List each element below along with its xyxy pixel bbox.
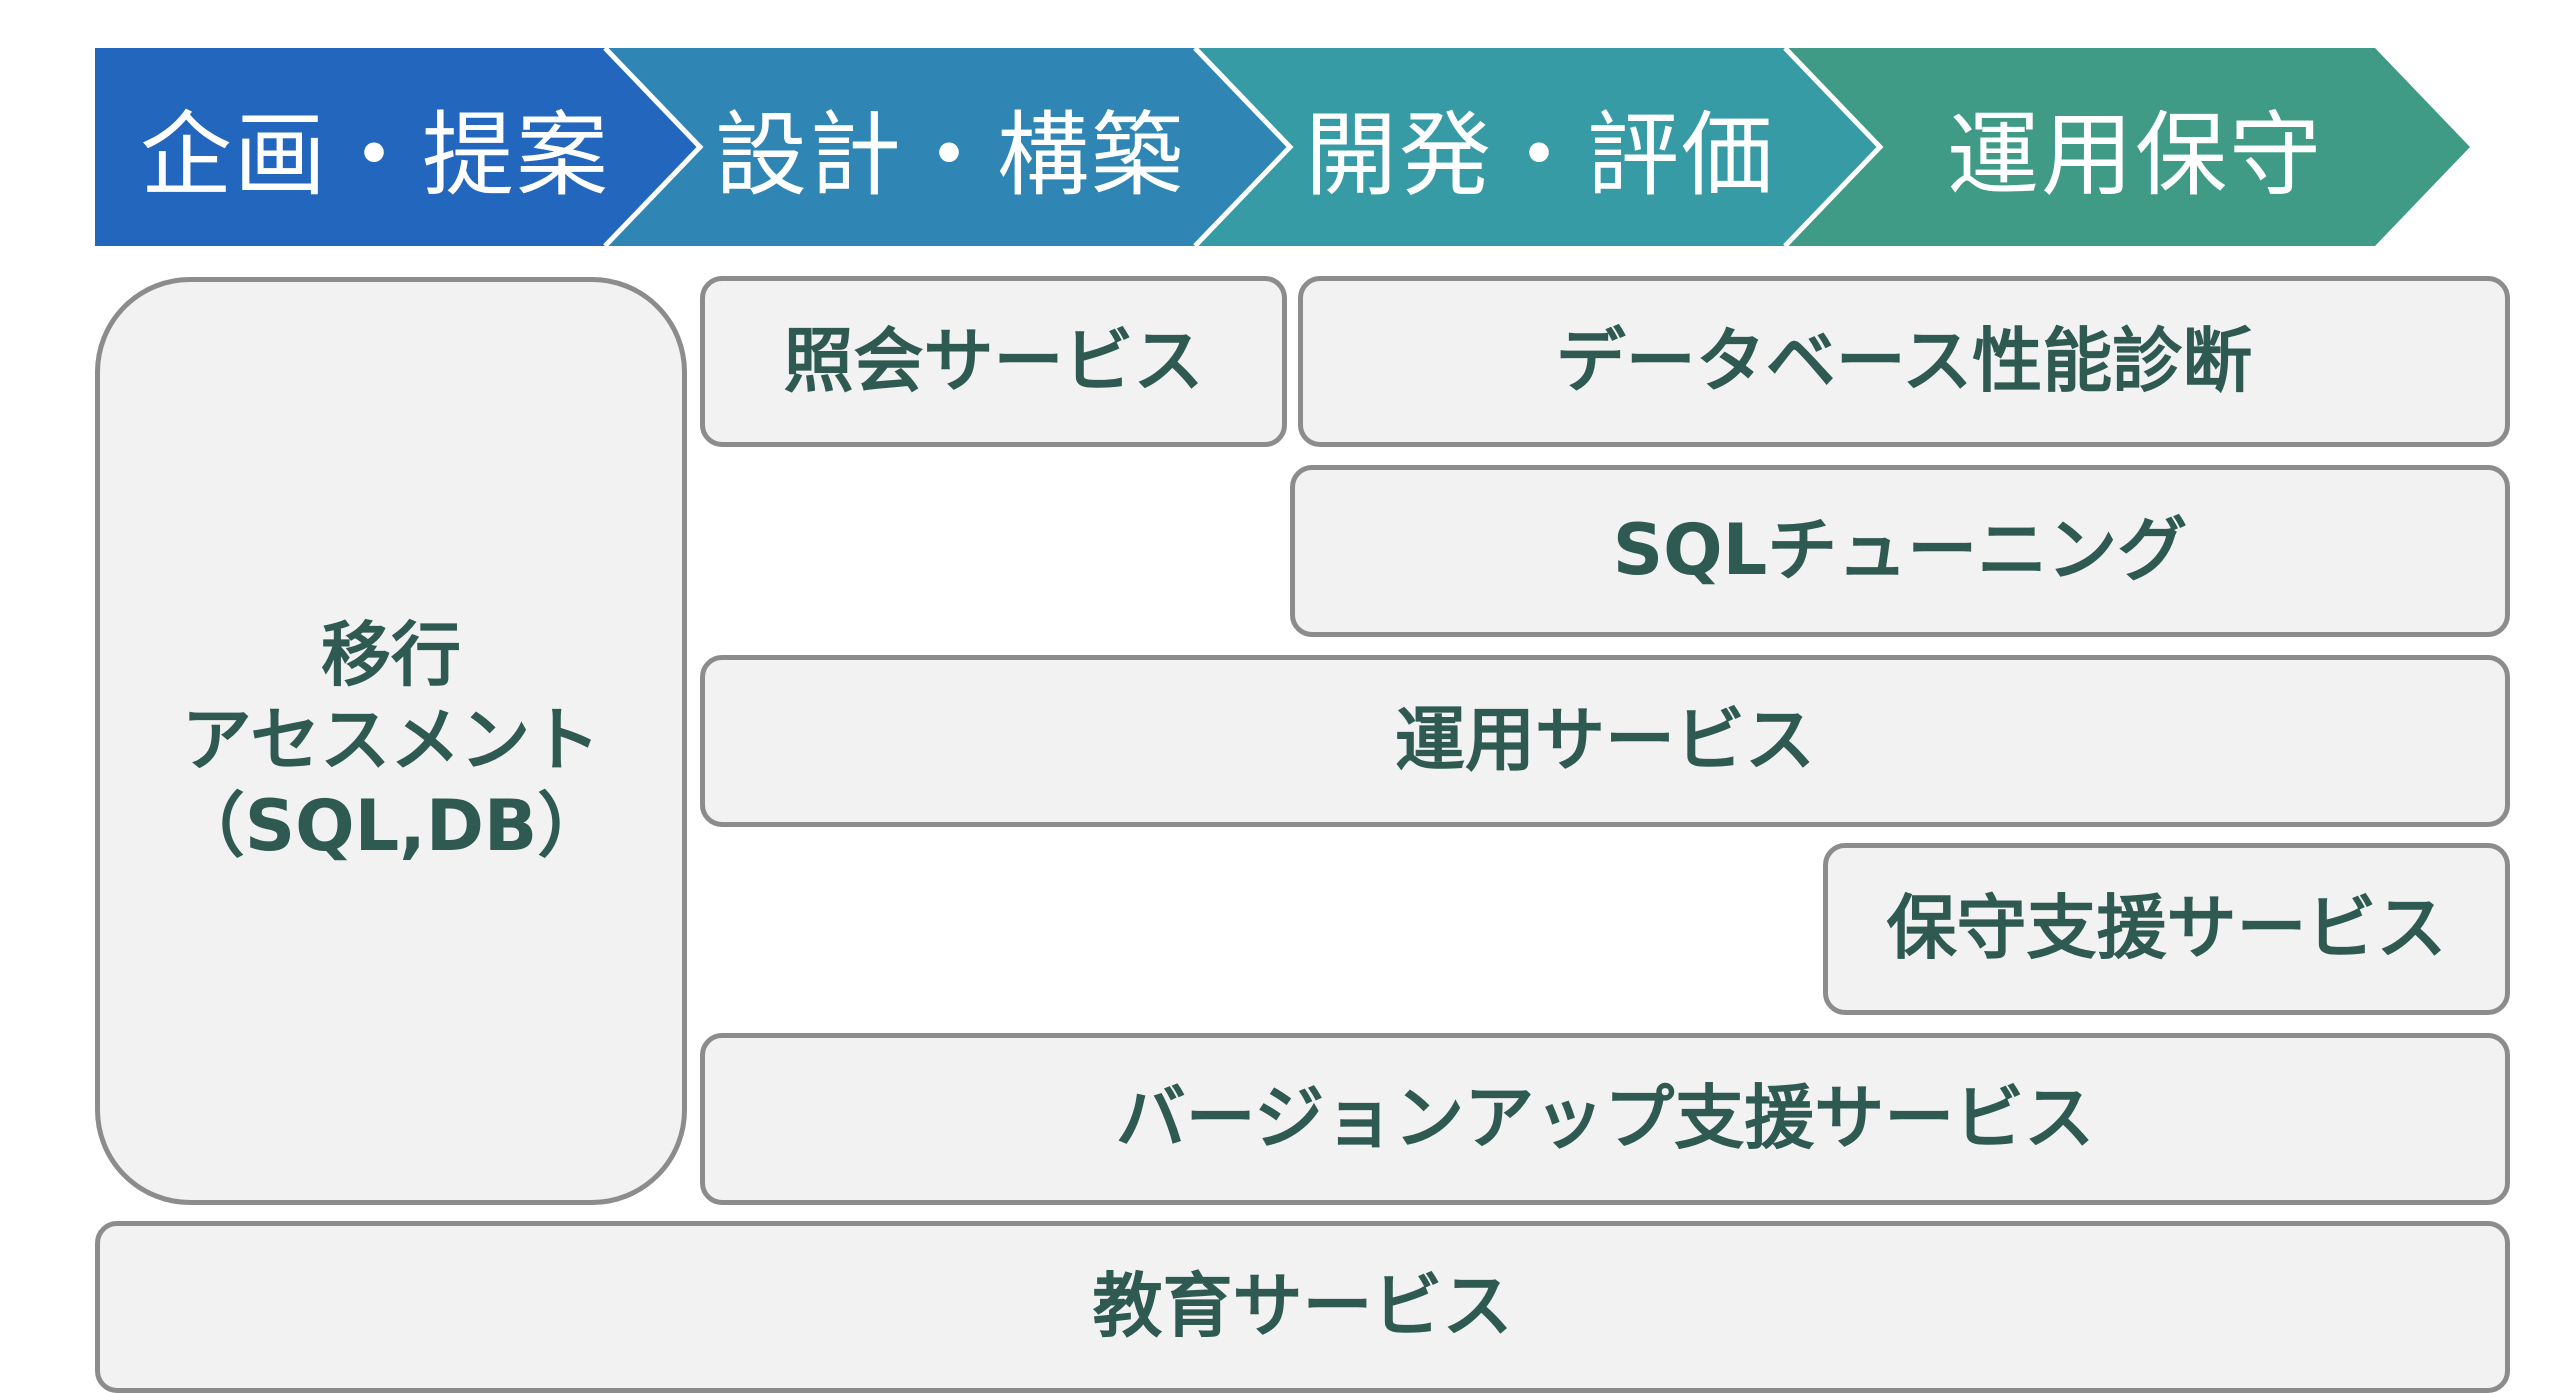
migration-assessment-box: 移行 アセスメント （SQL,DB）: [95, 277, 687, 1205]
maintenance-support-label: 保守支援サービス: [1886, 887, 2447, 970]
phase-arrow-planning: [95, 48, 700, 246]
phase-arrow-development: [1195, 48, 1880, 246]
phase-arrow-bar: [95, 46, 2470, 248]
db-performance-diagnosis-box: データベース性能診断: [1298, 276, 2510, 447]
phase-divider: [603, 46, 704, 248]
phase-arrow-design: [605, 48, 1290, 246]
version-up-support-box: バージョンアップ支援サービス: [700, 1033, 2510, 1205]
inquiry-service-box: 照会サービス: [700, 276, 1287, 447]
operation-service-box: 運用サービス: [700, 655, 2510, 827]
maintenance-support-box: 保守支援サービス: [1823, 843, 2510, 1015]
phase-divider: [1783, 46, 1884, 248]
phase-arrow-operation: [1785, 48, 2470, 246]
migration-line-1: 移行: [320, 613, 461, 696]
migration-line-2: アセスメント: [181, 699, 601, 782]
phase-divider: [1193, 46, 1294, 248]
phase-label-design: 設計・構築: [714, 101, 1185, 209]
education-service-box: 教育サービス: [95, 1221, 2510, 1393]
sql-tuning-label: SQLチューニング: [1612, 509, 2188, 592]
education-service-label: 教育サービス: [1092, 1265, 1513, 1348]
sql-tuning-box: SQLチューニング: [1290, 465, 2510, 637]
db-performance-diagnosis-label: データベース性能診断: [1555, 319, 2253, 402]
version-up-support-label: バージョンアップ支援サービス: [1115, 1077, 2095, 1160]
migration-line-3: （SQL,DB）: [174, 784, 608, 867]
phase-label-development: 開発・評価: [1304, 101, 1775, 209]
phase-label-planning: 企画・提案: [140, 101, 611, 209]
phase-label-operation: 運用保守: [1946, 101, 2323, 209]
inquiry-service-label: 照会サービス: [783, 319, 1204, 402]
operation-service-label: 運用サービス: [1395, 699, 1815, 782]
